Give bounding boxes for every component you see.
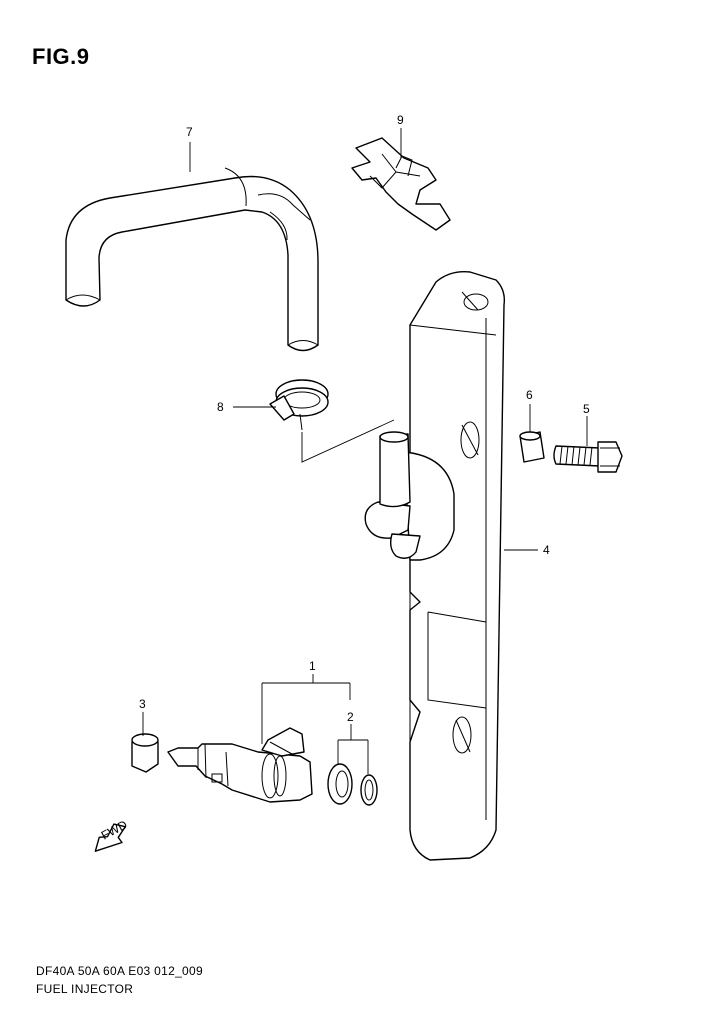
collar-part-6[interactable] bbox=[519, 431, 545, 463]
model-code: DF40A 50A 60A E03 012_009 bbox=[36, 964, 203, 978]
fuel-injector-part-1[interactable] bbox=[167, 727, 313, 803]
callout-2: 2 bbox=[347, 710, 354, 724]
callout-3: 3 bbox=[139, 697, 146, 711]
callout-5: 5 bbox=[583, 402, 590, 416]
fuel-delivery-pipe-part-4[interactable] bbox=[364, 271, 506, 861]
hose-clamp-part-8[interactable] bbox=[269, 379, 329, 431]
callout-9: 9 bbox=[397, 113, 404, 127]
bolt-part-5[interactable] bbox=[553, 441, 623, 473]
figure-title: FIG.9 bbox=[32, 44, 90, 69]
callout-4: 4 bbox=[543, 543, 550, 557]
callout-1: 1 bbox=[309, 659, 316, 673]
leader-lines bbox=[142, 128, 588, 774]
fwd-direction-arrow: FWD bbox=[94, 817, 130, 852]
diagram-footer: DF40A 50A 60A E03 012_009 FUEL INJECTOR bbox=[36, 962, 203, 998]
callout-8: 8 bbox=[217, 400, 224, 414]
callout-6: 6 bbox=[526, 388, 533, 402]
hose-clip-part-9[interactable] bbox=[351, 137, 451, 231]
o-rings-part-2[interactable] bbox=[327, 763, 378, 806]
callout-7: 7 bbox=[186, 125, 193, 139]
hose-part-7[interactable] bbox=[65, 167, 319, 352]
section-name: FUEL INJECTOR bbox=[36, 982, 134, 996]
cap-part-3[interactable] bbox=[131, 733, 159, 773]
